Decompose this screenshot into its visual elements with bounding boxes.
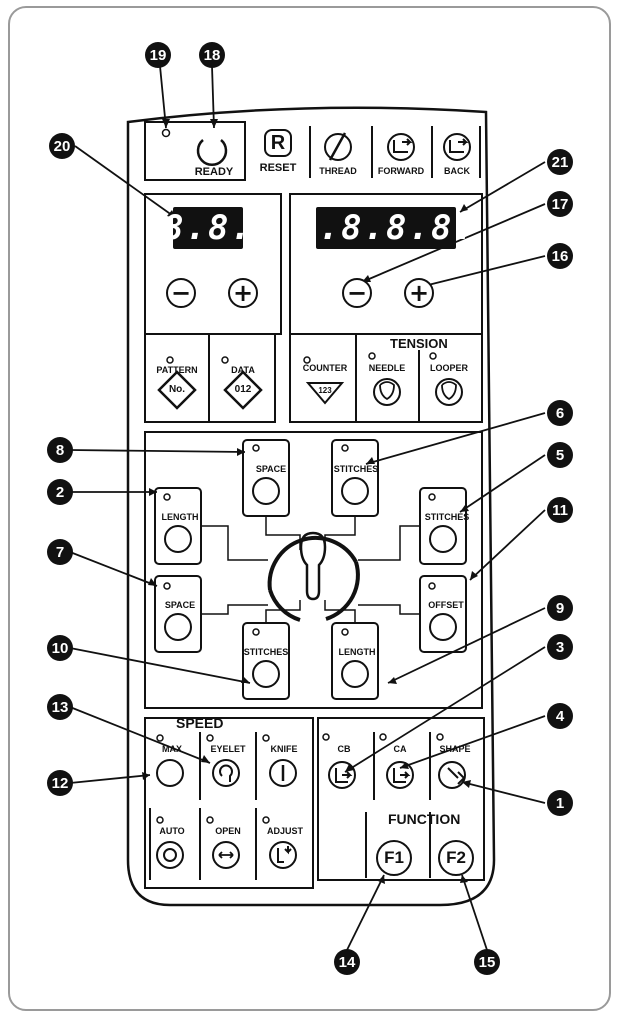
reset-key[interactable]: R — [264, 129, 292, 157]
callout-11: 11 — [547, 497, 573, 523]
cb-icon — [328, 761, 356, 789]
callout-13: 13 — [47, 694, 73, 720]
function-section — [317, 717, 485, 881]
left-seven-segment-display: 8.8. — [163, 207, 253, 249]
ready-label: READY — [194, 166, 234, 178]
left-plus-button[interactable]: + — [228, 278, 258, 308]
data-key-text[interactable]: 012 — [234, 384, 252, 395]
counter-label: COUNTER — [302, 363, 348, 373]
back-label: BACK — [444, 166, 470, 176]
ca-label: CA — [393, 744, 407, 754]
right-plus-button[interactable]: + — [404, 278, 434, 308]
max-speed-icon — [156, 759, 184, 787]
callout-10: 10 — [47, 635, 73, 661]
space-left-label: SPACE — [164, 600, 196, 610]
callout-21: 21 — [547, 149, 573, 175]
callout-2: 2 — [47, 479, 73, 505]
callout-15: 15 — [474, 949, 500, 975]
shape-section — [144, 431, 483, 709]
reset-label: RESET — [259, 162, 297, 174]
right-seven-segment-display: 8.8.8.8. — [296, 207, 476, 249]
data-diamond-icon — [223, 370, 263, 410]
open-icon — [212, 841, 240, 869]
ready-led — [161, 128, 171, 138]
callout-6: 6 — [547, 400, 573, 426]
f2-button[interactable]: F2 — [438, 840, 474, 876]
eyelet-label: EYELET — [210, 744, 246, 754]
pattern-label: PATTERN — [156, 365, 198, 375]
ready-box — [144, 121, 246, 181]
thread-icon — [324, 133, 352, 161]
callout-3: 3 — [547, 634, 573, 660]
open-label: OPEN — [215, 826, 241, 836]
counter-box — [289, 333, 357, 423]
stitches-bottom-label: STITCHES — [243, 647, 289, 657]
left-minus-button[interactable]: − — [166, 278, 196, 308]
space-top-label: SPACE — [255, 464, 287, 474]
callout-19: 19 — [145, 42, 171, 68]
callout-7: 7 — [47, 539, 73, 565]
needle-icon — [373, 378, 401, 406]
looper-label: LOOPER — [429, 363, 469, 373]
function-title: FUNCTION — [388, 811, 461, 827]
callout-12: 12 — [47, 770, 73, 796]
auto-label: AUTO — [159, 826, 185, 836]
thread-label: THREAD — [319, 166, 357, 176]
shape-icon — [438, 761, 466, 789]
back-icon — [443, 133, 471, 161]
eyelet-icon — [212, 759, 240, 787]
callout-1: 1 — [547, 790, 573, 816]
counter-key-text[interactable]: 123 — [318, 386, 332, 395]
tension-title: TENSION — [390, 336, 448, 351]
callout-4: 4 — [547, 703, 573, 729]
needle-label: NEEDLE — [368, 363, 406, 373]
stitches-right-label: STITCHES — [424, 512, 470, 522]
looper-icon — [435, 378, 463, 406]
forward-icon — [387, 133, 415, 161]
knife-label: KNIFE — [270, 744, 298, 754]
cb-label: CB — [337, 744, 351, 754]
callout-20: 20 — [49, 133, 75, 159]
pattern-key-text[interactable]: No. — [168, 384, 186, 395]
max-label: MAX — [162, 744, 182, 754]
shape-label: SHAPE — [439, 744, 471, 754]
buttonhole-shape-icon — [299, 531, 327, 601]
callout-5: 5 — [547, 442, 573, 468]
data-label: DATA — [231, 365, 255, 375]
knife-icon — [269, 759, 297, 787]
length-left-label: LENGTH — [161, 512, 199, 522]
data-box — [208, 333, 276, 423]
speed-section — [144, 717, 314, 889]
figure-frame — [8, 6, 611, 1011]
adjust-label: ADJUST — [266, 826, 304, 836]
callout-17: 17 — [547, 191, 573, 217]
pattern-diamond-icon — [157, 370, 197, 410]
adjust-icon — [269, 841, 297, 869]
f1-button[interactable]: F1 — [376, 840, 412, 876]
auto-icon — [156, 841, 184, 869]
stitches-top-label: STITCHES — [333, 464, 379, 474]
speed-title: SPEED — [176, 715, 224, 731]
offset-right-label: OFFSET — [428, 600, 464, 610]
callout-14: 14 — [334, 949, 360, 975]
counter-triangle-icon — [305, 382, 345, 405]
length-bottom-label: LENGTH — [338, 647, 376, 657]
callout-16: 16 — [547, 243, 573, 269]
callout-18: 18 — [199, 42, 225, 68]
ca-icon — [386, 761, 414, 789]
callout-9: 9 — [547, 595, 573, 621]
right-minus-button[interactable]: − — [342, 278, 372, 308]
buttonhole-ring — [267, 536, 360, 622]
callout-8: 8 — [47, 437, 73, 463]
ready-icon — [196, 139, 228, 166]
panel-outline — [126, 106, 496, 907]
forward-label: FORWARD — [377, 166, 425, 176]
